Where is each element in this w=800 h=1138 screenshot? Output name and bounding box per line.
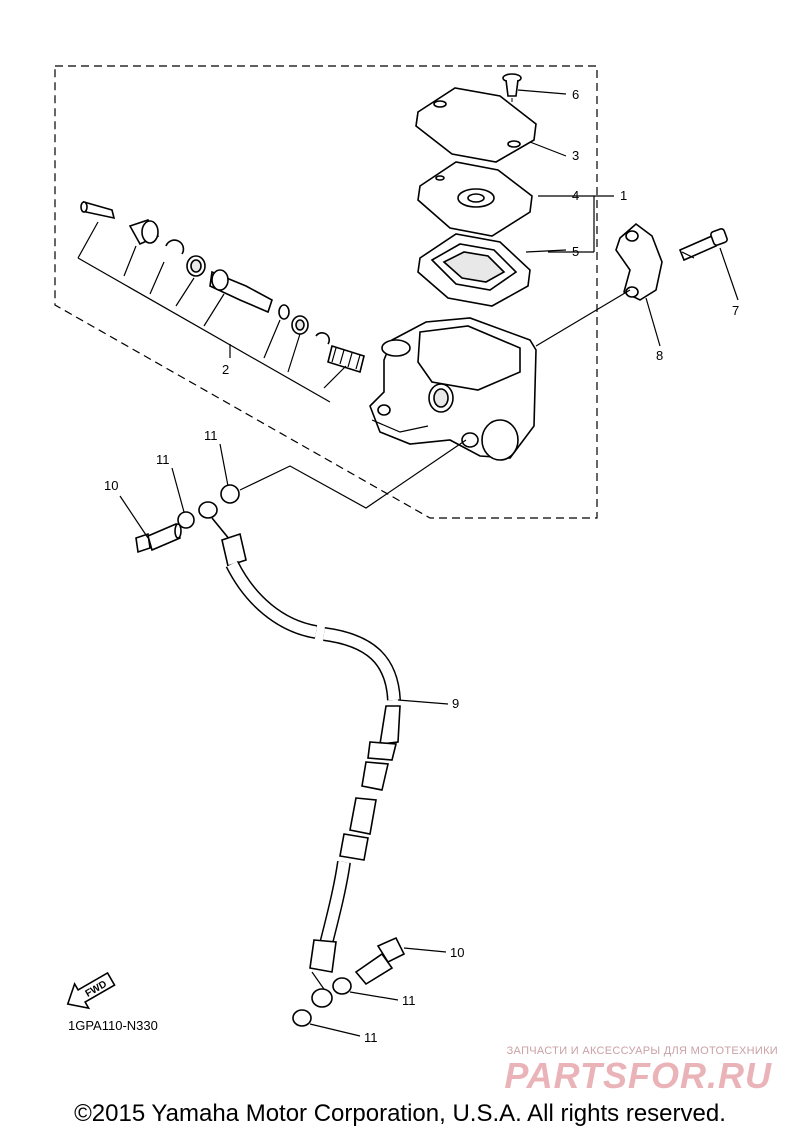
lower-banjo-bolt-part-10: [354, 936, 406, 986]
callout-11-c: 11: [402, 993, 416, 1008]
piston-kit-part-2: [80, 200, 365, 374]
part-2-leaders: [77, 221, 347, 403]
lower-washer-part-11-b: [292, 1009, 312, 1027]
upper-banjo-bolt-part-10: [135, 522, 182, 554]
assembly-boundary: [54, 65, 598, 519]
upper-washer-part-11-b: [220, 484, 240, 504]
callout-3: 3: [572, 148, 579, 163]
bolt-part-7: [678, 228, 728, 262]
reservoir-cap-part-3: [415, 87, 537, 163]
fwd-label: FWD: [84, 979, 109, 1000]
callout-5: 5: [572, 244, 579, 259]
clamp-part-8: [615, 222, 663, 301]
upper-washer-part-11-a: [177, 511, 195, 529]
diagram-code: 1GPA110-N330: [68, 1018, 158, 1033]
fwd-arrow-icon: FWD: [66, 971, 116, 1010]
master-cylinder-body: [369, 317, 537, 461]
callout-11-a: 11: [204, 428, 218, 443]
callout-2: 2: [222, 362, 229, 377]
callout-9: 9: [452, 696, 459, 711]
callout-11-d: 11: [364, 1030, 378, 1045]
diaphragm-plate-part-4: [417, 161, 533, 237]
watermark-brand: PARTSFOR.RU: [504, 1055, 772, 1096]
lower-washer-part-11-a: [332, 977, 352, 995]
callout-1: 1: [620, 188, 627, 203]
callout-10-b: 10: [450, 945, 464, 960]
rubber-diaphragm-part-5: [417, 233, 531, 307]
callout-4: 4: [572, 188, 579, 203]
callout-6: 6: [572, 87, 579, 102]
callout-8: 8: [656, 348, 663, 363]
copyright-notice: ©2015 Yamaha Motor Corporation, U.S.A. A…: [74, 1100, 726, 1127]
callout-7: 7: [732, 303, 739, 318]
callout-10-a: 10: [104, 478, 118, 493]
callout-11-b: 11: [156, 452, 170, 467]
brake-hose-part-9: [198, 501, 401, 1008]
watermark-tagline: ЗАПЧАСТИ И АКСЕССУАРЫ ДЛЯ МОТОТЕХНИКИ: [506, 1045, 778, 1057]
